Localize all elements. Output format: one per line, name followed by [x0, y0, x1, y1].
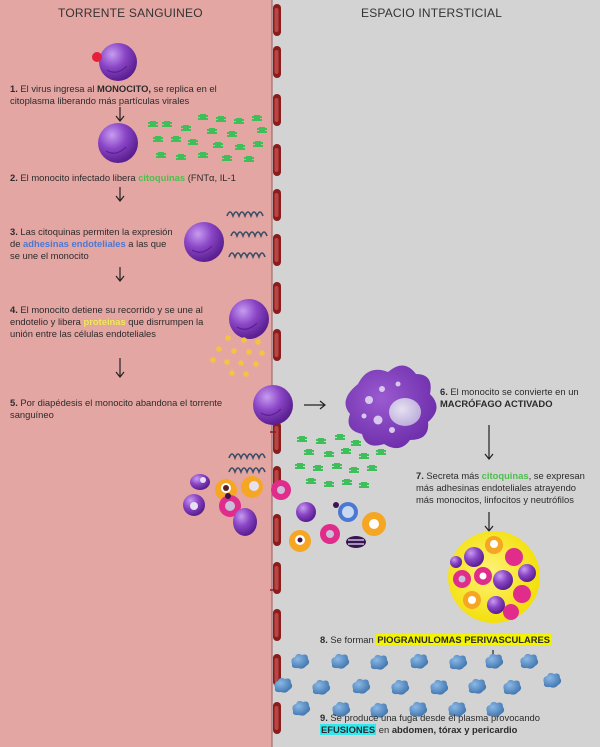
step-6-bold: MACRÓFAGO ACTIVADO: [440, 398, 553, 409]
endothelium-wall: [270, 0, 281, 747]
leukocytes-blood: [183, 474, 291, 536]
monocyte-step3: [184, 222, 224, 262]
step-2-post: (FNTα, IL-1: [185, 172, 236, 183]
step-1-number: 1.: [10, 83, 18, 94]
proteins-dots: [210, 335, 265, 377]
step-3-highlight: adhesinas endoteliales: [23, 238, 126, 249]
step-6-pre: El monocito se convierte en un: [447, 386, 579, 397]
blood-stream-region: [0, 0, 272, 747]
step-3-text: 3. Las citoquinas permiten la expresión …: [10, 226, 178, 262]
step-3-pre: Las citoquinas permiten la expresión de: [10, 226, 173, 249]
step-9-mid: en: [376, 724, 392, 735]
step-7-highlight: citoquinas: [481, 470, 529, 481]
step-7-text: 7. Secreta más citoquinas, se expresan m…: [416, 470, 596, 506]
leukocytes-interstitial: [289, 502, 386, 552]
step-2-pre: El monocito infectado libera: [17, 172, 139, 183]
step-7-pre: Secreta más: [423, 470, 482, 481]
step-4-number: 4.: [10, 304, 18, 315]
interstitial-space-region: [272, 0, 600, 747]
monocyte-step2: [98, 123, 138, 163]
step-6-number: 6.: [440, 386, 448, 397]
step-4-pre: El monocito detiene su recorrido y se un…: [10, 304, 203, 327]
adhesins-step7: [228, 453, 266, 473]
monocyte-step1: [92, 43, 137, 81]
monocyte-step4: [229, 299, 269, 339]
step-8-text: 8. Se forman PIOGRANULOMAS PERIVASCULARE…: [320, 634, 600, 646]
header-espacio-intersticial: ESPACIO INTERSTICIAL: [361, 6, 503, 20]
piogranuloma: [448, 531, 540, 623]
step-1-bold: MONOCITO,: [97, 83, 152, 94]
step-5-text: 5. Por diapédesis el monocito abandona e…: [10, 397, 225, 421]
step-9-highlight: EFUSIONES: [320, 724, 377, 735]
step-8-pre: Se forman: [327, 634, 377, 645]
step-7-number: 7.: [416, 470, 424, 481]
step-5-post: Por diapédesis el monocito abandona el t…: [10, 397, 223, 420]
plasma-leak-droplets: [274, 653, 562, 718]
step-4-post: que disrrumpen la unión entre las célula…: [10, 316, 204, 339]
step-9-text: 9. Se produce una fuga desde el plasma p…: [320, 712, 580, 736]
monocyte-step5: [253, 385, 293, 425]
step-2-number: 2.: [10, 172, 18, 183]
step-2-text: 2. El monocito infectado libera citoquin…: [10, 172, 272, 184]
step-3-post: a las que se une el monocito: [10, 238, 167, 261]
step-8-highlight: PIOGRANULOMAS PERIVASCULARES: [376, 634, 552, 645]
step-1-post: se replica en el citoplasma liberando má…: [10, 83, 217, 106]
step-9-number: 9.: [320, 712, 328, 723]
macrophage-activated: [345, 365, 437, 449]
header-torrente-sanguineo: TORRENTE SANGUINEO: [58, 6, 203, 20]
step-9-pre: Se produce una fuga desde el plasma prov…: [327, 712, 540, 723]
step-5-number: 5.: [10, 397, 18, 408]
step-7-post: , se expresan más adhesinas endoteliales…: [416, 470, 585, 505]
viral-particles-1: [148, 114, 267, 162]
step-4-text: 4. El monocito detiene su recorrido y se…: [10, 304, 220, 340]
step-9-bold: abdomen, tórax y pericardio: [391, 724, 518, 735]
step-1-text: 1. El virus ingresa al MONOCITO, se repl…: [10, 83, 245, 107]
step-6-text: 6. El monocito se convierte en un MACRÓF…: [440, 386, 590, 410]
step-1-pre: El virus ingresa al: [17, 83, 98, 94]
step-8-number: 8.: [320, 634, 328, 645]
step-3-number: 3.: [10, 226, 18, 237]
adhesins-step3: [226, 211, 268, 258]
step-2-highlight: citoquinas: [138, 172, 186, 183]
step-4-highlight: proteinas: [83, 316, 126, 327]
